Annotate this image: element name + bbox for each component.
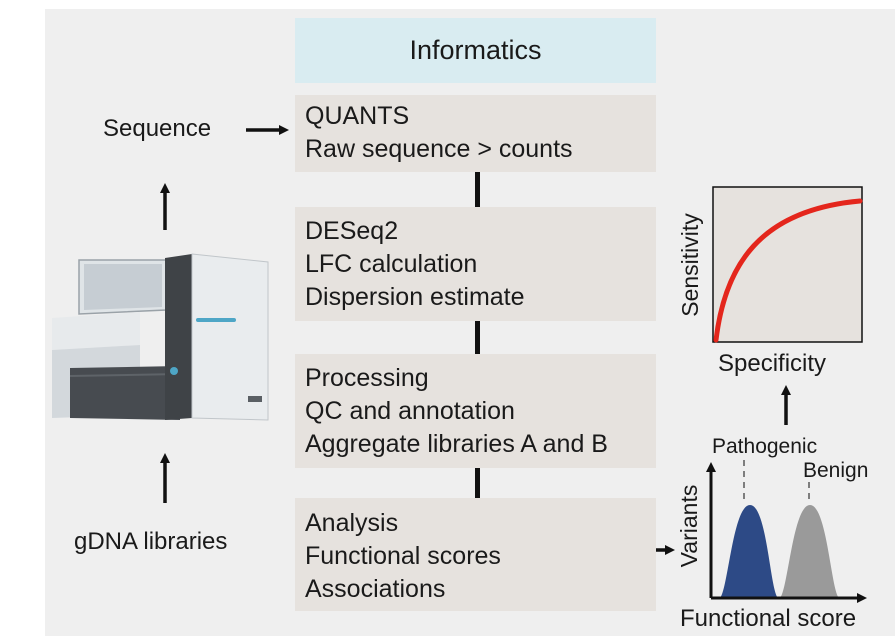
roc-curve <box>713 198 863 343</box>
sequence-label: Sequence <box>103 115 212 142</box>
step-quants: QUANTS Raw sequence > counts <box>295 95 656 172</box>
step-deseq2-dispersion: Dispersion estimate <box>305 283 525 311</box>
roc-xlabel: Specificity <box>718 350 827 377</box>
distribution-xlabel: Functional score <box>680 605 857 632</box>
step-quants-desc: Raw sequence > counts <box>305 135 573 163</box>
step-deseq2-lfc: LFC calculation <box>305 250 478 278</box>
pathogenic-label: Pathogenic <box>712 435 818 458</box>
distribution-ylabel: Variants <box>676 485 702 568</box>
step-processing-qc: QC and annotation <box>305 397 515 425</box>
sequencer-instrument-icon <box>52 253 269 421</box>
step-processing-title: Processing <box>305 364 429 392</box>
step-deseq2: DESeq2 LFC calculation Dispersion estima… <box>295 207 656 321</box>
benign-label: Benign <box>803 459 869 482</box>
step-processing: Processing QC and annotation Aggregate l… <box>295 354 656 468</box>
connector-2 <box>475 321 480 354</box>
benign-distribution <box>780 505 839 598</box>
connector-1 <box>475 172 480 207</box>
step-processing-aggregate: Aggregate libraries A and B <box>305 430 608 458</box>
roc-plot-area <box>712 186 863 343</box>
step-analysis-scores: Functional scores <box>305 542 501 570</box>
informatics-header: Informatics <box>295 18 656 83</box>
roc-chart: Sensitivity <box>677 186 863 343</box>
roc-ylabel: Sensitivity <box>677 213 703 317</box>
functional-score-chart: Variants <box>676 460 867 603</box>
step-deseq2-title: DESeq2 <box>305 217 399 245</box>
gdna-libraries-label: gDNA libraries <box>74 528 228 555</box>
step-quants-title: QUANTS <box>305 102 410 130</box>
step-analysis-associations: Associations <box>305 575 446 603</box>
step-analysis-title: Analysis <box>305 509 399 537</box>
step-analysis: Analysis Functional scores Associations <box>295 498 656 611</box>
header-title: Informatics <box>409 35 542 65</box>
pathogenic-distribution <box>720 505 778 598</box>
connector-3 <box>475 468 480 498</box>
